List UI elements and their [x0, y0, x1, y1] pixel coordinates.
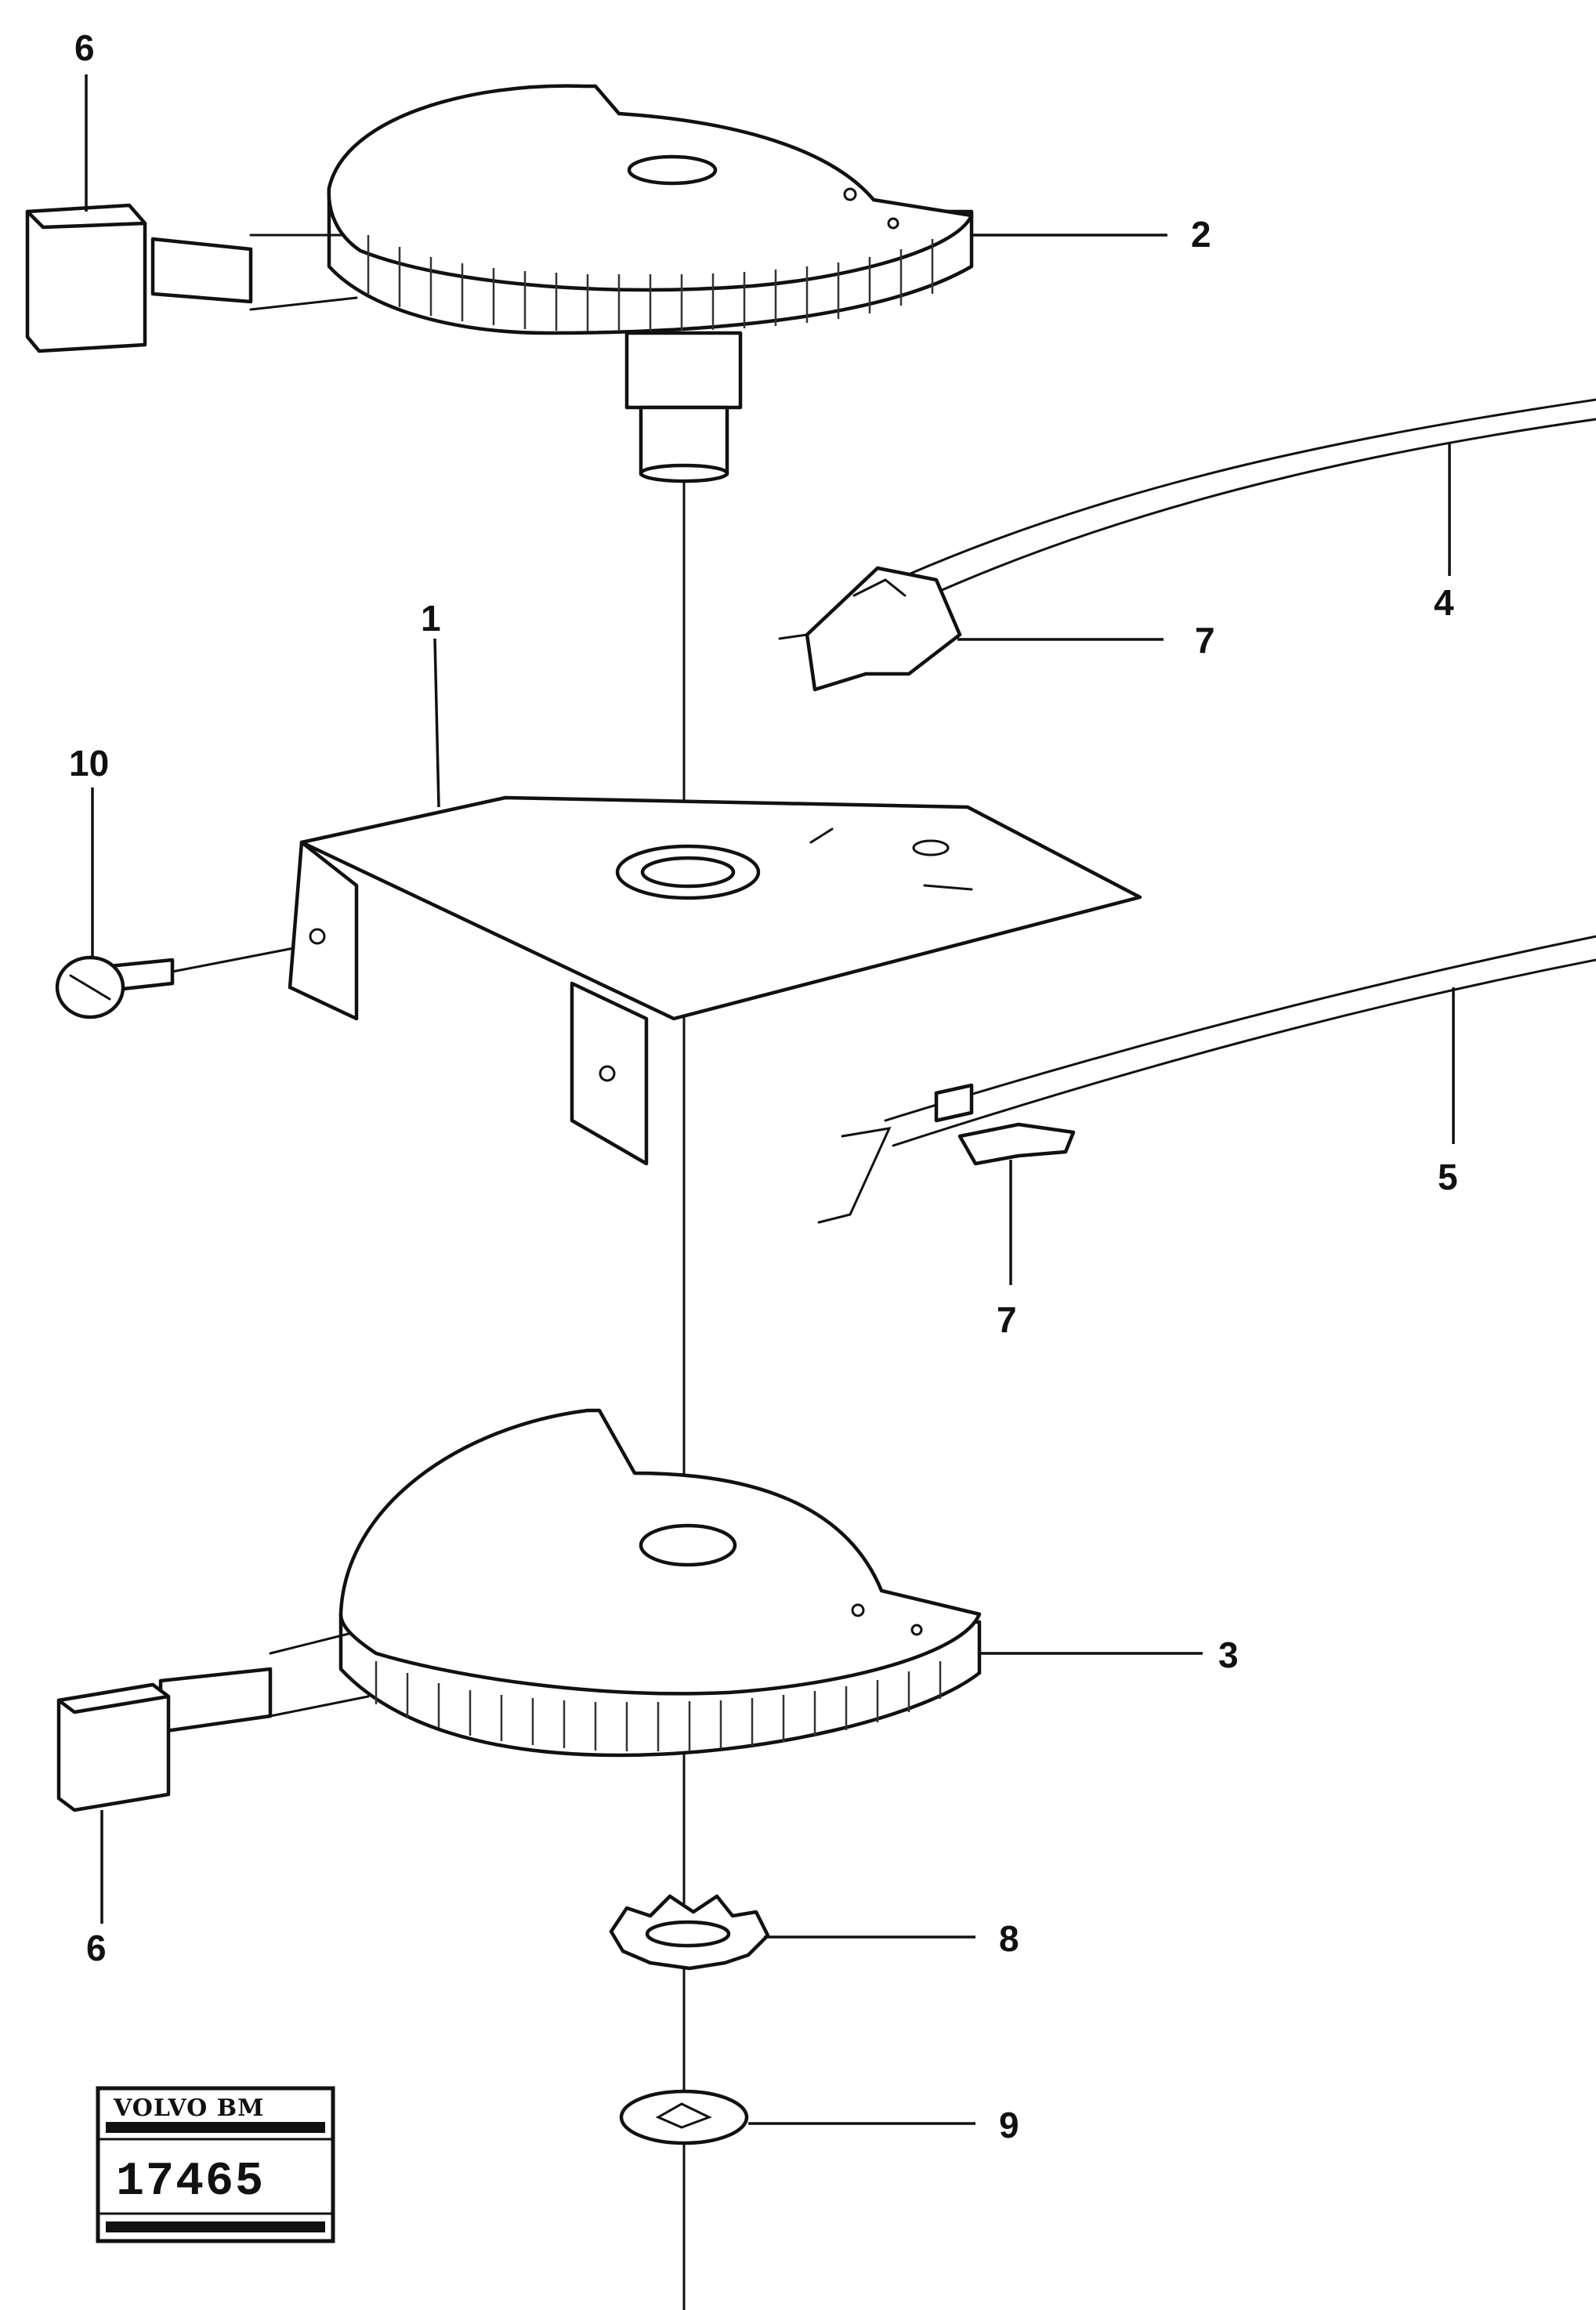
callout-10: 10 — [69, 743, 109, 784]
callout-9: 9 — [999, 2105, 1019, 2145]
part-10-screw — [55, 947, 295, 1019]
callout-7-lower: 7 — [997, 1299, 1017, 1340]
part-4-upper-cable — [778, 398, 1596, 692]
reference-stamp: VOLVO BM 17465 — [96, 2086, 335, 2243]
part-8-lock-washer — [609, 1894, 770, 1971]
part-2-upper-knob — [327, 84, 974, 483]
part-9-nut — [619, 2089, 749, 2145]
callout-6-upper: 6 — [74, 27, 95, 68]
part-1-bracket — [288, 795, 1142, 1166]
callout-3: 3 — [1218, 1635, 1239, 1675]
callout-4: 4 — [1434, 582, 1454, 623]
callout-2: 2 — [1191, 214, 1211, 255]
stamp-brand: VOLVO BM — [113, 2095, 264, 2122]
callout-labels: 6 2 4 7 1 10 5 7 3 6 8 9 — [69, 27, 1458, 2145]
callout-7-upper: 7 — [1195, 620, 1215, 661]
callout-5: 5 — [1438, 1157, 1458, 1197]
part-5-lower-cable — [817, 935, 1596, 1224]
callout-1: 1 — [421, 598, 441, 639]
part-6-upper-lever — [25, 203, 358, 353]
part-6-lower-lever — [56, 1632, 370, 1812]
callout-8: 8 — [999, 1918, 1019, 1959]
part-3-lower-knob — [338, 1408, 982, 1758]
leader-lines — [85, 74, 1455, 2125]
stamp-number: 17465 — [116, 2156, 265, 2209]
callout-6-lower: 6 — [86, 1928, 107, 1968]
